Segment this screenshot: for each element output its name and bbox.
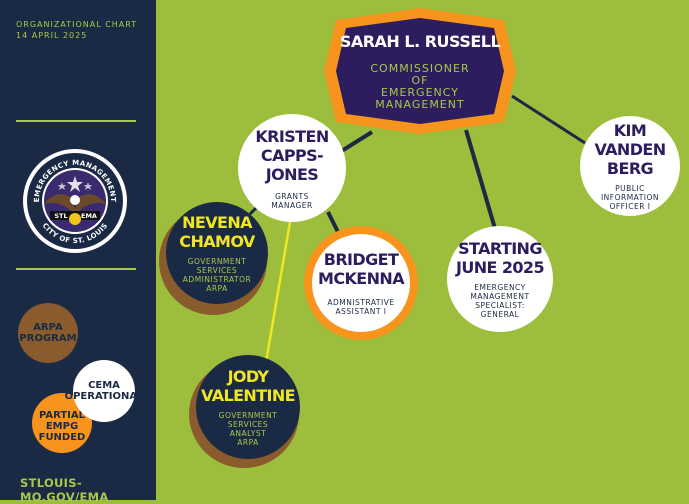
node-kim-vanden-berg: KIM VANDEN BERG PUBLIC INFORMATION OFFIC… <box>580 116 680 216</box>
node-starting-june-2025: STARTING JUNE 2025 EMERGENCY MANAGEMENT … <box>447 226 553 332</box>
kim-title-line3: OFFICER I <box>609 202 651 211</box>
nevena-name-line2: CHAMOV <box>179 232 255 251</box>
commissioner-title-line3: EMERGENCY <box>381 85 459 99</box>
svg-text:EMA: EMA <box>81 212 97 220</box>
commissioner-title-line2: OF <box>411 73 429 87</box>
bridget-name-line2: MCKENNA <box>318 269 405 288</box>
jody-title-line3: ANALYST <box>229 429 267 438</box>
starting-title-line1: EMERGENCY <box>474 283 526 292</box>
ema-seal-logo: EMERGENCY MANAGEMENT CITY OF ST. LOUIS S… <box>23 149 127 253</box>
legend-cema-line2: OPERATIONAL <box>64 391 144 402</box>
line-commissioner-kristen <box>338 130 374 154</box>
svg-text:STL: STL <box>54 212 67 220</box>
legend-partial-line1: PARTIAL <box>38 409 86 421</box>
bridget-title-line1: ADMNISTRATIVE <box>327 298 395 307</box>
jody-name-line1: JODY <box>227 367 269 386</box>
nevena-title-line4: ARPA <box>206 284 228 293</box>
starting-name-line1: STARTING <box>458 239 542 258</box>
jody-title-line1: GOVERNMENT <box>218 411 278 420</box>
bridget-inner-circle: BRIDGET MCKENNA ADMNISTRATIVE ASSISTANT … <box>312 234 410 332</box>
commissioner-box: SARAH L. RUSSELL COMMISSIONER OF EMERGEN… <box>322 6 518 136</box>
jody-title-line2: SERVICES <box>227 420 269 429</box>
legend-partial-line3: FUNDED <box>38 431 86 443</box>
kim-title-line1: PUBLIC <box>615 184 645 193</box>
starting-title-line4: GENERAL <box>480 310 520 319</box>
line-commissioner-starting <box>464 129 498 233</box>
node-jody-valentine: JODY VALENTINE GOVERNMENT SERVICES ANALY… <box>196 355 300 459</box>
legend-arpa-program: ARPA PROGRAM <box>18 303 78 363</box>
divider-top <box>16 120 136 122</box>
chart-label: ORGANIZATIONAL CHART <box>16 20 138 29</box>
node-bridget-mckenna: BRIDGET MCKENNA ADMNISTRATIVE ASSISTANT … <box>304 226 418 340</box>
kristen-title-line2: MANAGER <box>271 200 313 210</box>
nevena-title-line1: GOVERNMENT <box>187 257 247 266</box>
legend-cema-line1: CEMA <box>88 380 120 391</box>
bridget-name-line1: BRIDGET <box>323 250 399 269</box>
divider-bottom <box>16 268 136 270</box>
starting-name-line2: JUNE 2025 <box>456 258 545 277</box>
jody-name-line2: VALENTINE <box>201 386 296 405</box>
jody-title-line4: ARPA <box>237 438 259 447</box>
kristen-title-line1: GRANTS <box>275 191 309 201</box>
commissioner-title-line4: MANAGEMENT <box>375 97 465 111</box>
nevena-title-line2: SERVICES <box>196 266 238 275</box>
legend-partial-line2: EMPG <box>45 420 79 432</box>
line-commissioner-kim <box>511 94 586 145</box>
sidebar: ORGANIZATIONAL CHART 14 APRIL 2025 EMERG… <box>0 0 156 504</box>
legend-arpa-line1: ARPA <box>33 322 63 333</box>
nevena-name-line1: NEVENA <box>182 213 252 232</box>
kristen-name-line2: CAPPS-JONES <box>260 145 324 184</box>
commissioner-name: SARAH L. RUSSELL <box>339 31 501 51</box>
kristen-name-line1: KRISTEN <box>255 126 329 146</box>
nevena-title-line3: ADMINISTRATOR <box>182 275 252 284</box>
starting-title-line3: SPECIALIST: <box>475 301 525 310</box>
kim-title-line2: INFORMATION <box>600 193 660 202</box>
line-kristen-jody <box>264 221 292 363</box>
node-nevena-chamov: NEVENA CHAMOV GOVERNMENT SERVICES ADMINI… <box>166 202 268 304</box>
kim-name-line1: KIM <box>613 121 647 140</box>
bridget-title-line2: ASSISTANT I <box>335 307 387 316</box>
legend-arpa-line2: PROGRAM <box>19 333 77 344</box>
commissioner-hexagon <box>324 8 516 134</box>
chart-date: 14 APRIL 2025 <box>16 31 88 40</box>
starting-title-line2: MANAGEMENT <box>470 292 530 301</box>
node-kristen-capps-jones: KRISTEN CAPPS-JONES GRANTS MANAGER <box>238 114 346 222</box>
legend-cema-operational: CEMA OPERATIONAL <box>65 360 143 422</box>
kim-name-line2: VANDEN BERG <box>594 140 666 178</box>
commissioner-title-line1: COMMISSIONER <box>370 61 470 75</box>
